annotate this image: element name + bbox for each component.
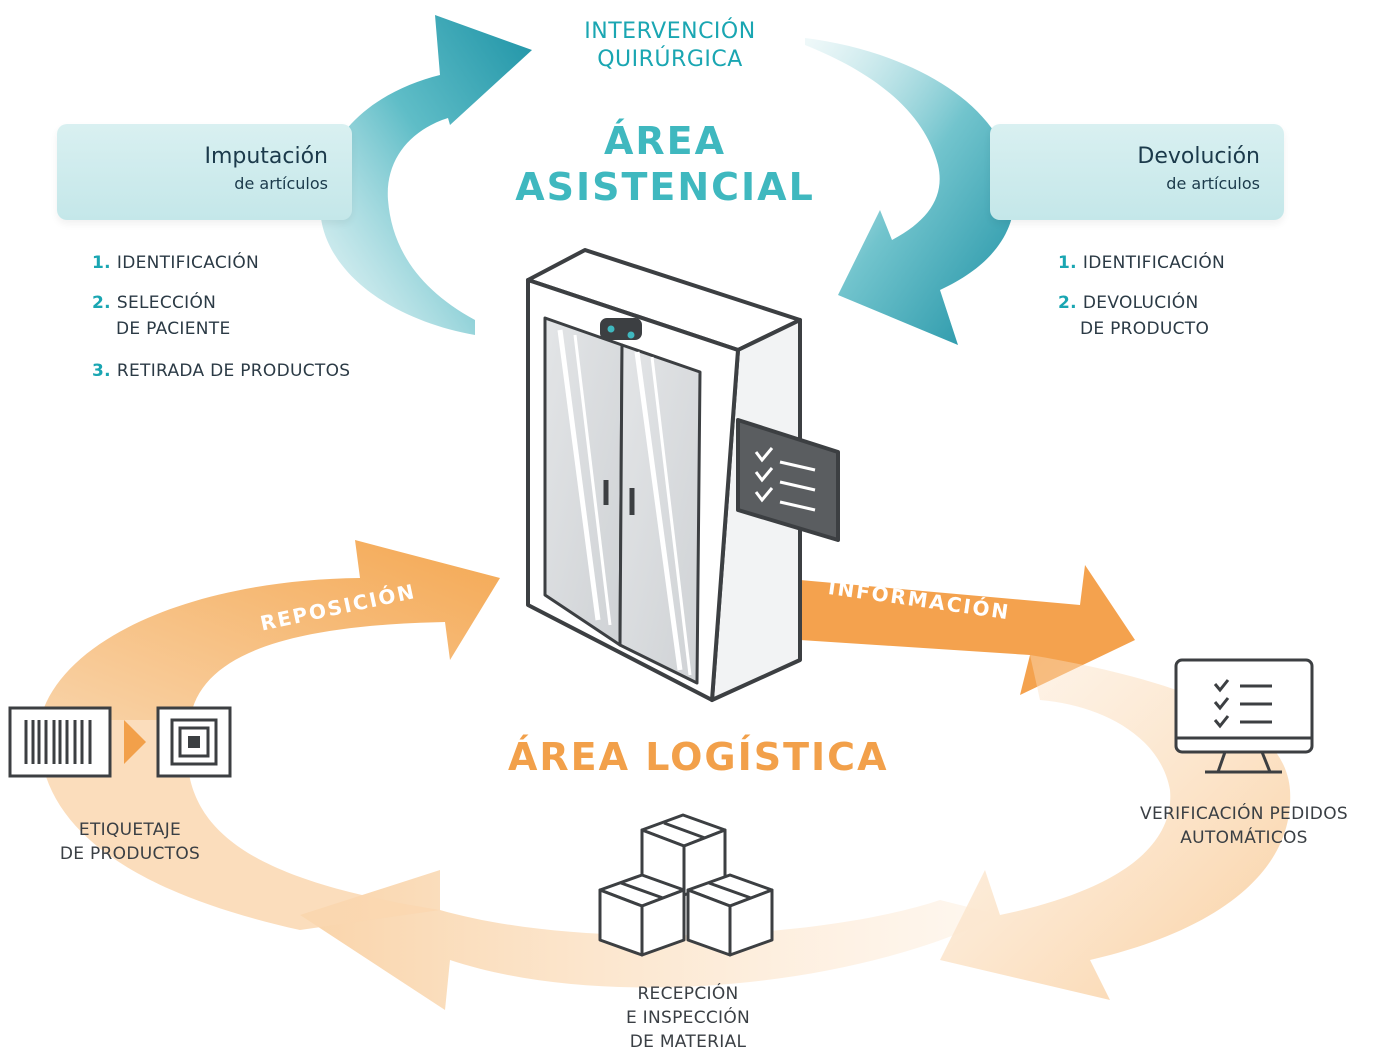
teal-arrow-right <box>805 38 1015 345</box>
step-label-line2: DE PRODUCTO <box>1080 319 1210 339</box>
checklist-screen <box>736 418 840 542</box>
devolucion-title: Devolución <box>1137 144 1260 169</box>
recepcion-line2: E INSPECCIÓN <box>625 1008 751 1028</box>
care-loop <box>320 15 1015 345</box>
devolucion-card: Devolución de artículos <box>990 124 1284 220</box>
etiquetaje-label: ETIQUETAJE DE PRODUCTOS <box>30 818 230 866</box>
imputacion-step-2: 2.SELECCIÓN DE PACIENTE <box>92 290 231 342</box>
devolucion-step-2: 2.DEVOLUCIÓN DE PRODUCTO <box>1058 290 1209 342</box>
rfid-tag-icon <box>156 706 232 778</box>
step-label: SELECCIÓN <box>116 293 217 313</box>
verificacion-label: VERIFICACIÓN PEDIDOS AUTOMÁTICOS <box>1118 802 1370 850</box>
step-label-line2: DE PACIENTE <box>116 319 231 339</box>
imputacion-subtitle: de artículos <box>234 174 328 193</box>
imputacion-title: Imputación <box>204 144 328 169</box>
reposicion-arrow-body <box>40 540 500 720</box>
step-label: IDENTIFICACIÓN <box>116 253 260 273</box>
recepcion-label: RECEPCIÓN E INSPECCIÓN DE MATERIAL <box>588 982 788 1054</box>
barcode-icon <box>8 706 112 778</box>
verificacion-line2: AUTOMÁTICOS <box>1180 828 1308 848</box>
area-asistencial-line2: ASISTENCIAL <box>515 165 815 209</box>
surgery-title: INTERVENCIÓN QUIRÚRGICA <box>540 18 800 74</box>
imputacion-card: Imputación de artículos <box>57 124 352 220</box>
imputacion-step-3: 3.RETIRADA DE PRODUCTOS <box>92 358 350 384</box>
teal-arrow-left <box>320 15 532 335</box>
etiquetaje-line2: DE PRODUCTOS <box>59 844 201 864</box>
boxes-icon <box>598 813 774 957</box>
step-label: RETIRADA DE PRODUCTOS <box>116 361 351 381</box>
orange-play-icon <box>124 720 146 764</box>
imputacion-step-1: 1.IDENTIFICACIÓN <box>92 250 259 276</box>
monitor-checklist-icon <box>1174 658 1314 774</box>
area-logistica-title: ÁREA LOGÍSTICA <box>508 735 889 779</box>
step-number: 2. <box>1058 293 1077 313</box>
etiquetaje-line1: ETIQUETAJE <box>78 820 182 840</box>
step-number: 3. <box>92 361 111 381</box>
logistics-arc-left <box>39 720 440 930</box>
devolucion-step-1: 1.IDENTIFICACIÓN <box>1058 250 1225 276</box>
area-asistencial-line1: ÁREA <box>603 119 727 163</box>
step-number: 1. <box>92 253 111 273</box>
step-number: 1. <box>1058 253 1077 273</box>
area-asistencial-title: ÁREA ASISTENCIAL <box>480 118 850 210</box>
recepcion-line1: RECEPCIÓN <box>637 984 739 1004</box>
step-number: 2. <box>92 293 111 313</box>
surgery-title-line1: INTERVENCIÓN <box>584 19 756 44</box>
step-label: IDENTIFICACIÓN <box>1082 253 1226 273</box>
surgery-title-line2: QUIRÚRGICA <box>597 47 743 72</box>
verificacion-line1: VERIFICACIÓN PEDIDOS <box>1140 804 1348 824</box>
cabinet <box>526 248 802 702</box>
devolucion-subtitle: de artículos <box>1166 174 1260 193</box>
step-label: DEVOLUCIÓN <box>1082 293 1199 313</box>
recepcion-line3: DE MATERIAL <box>629 1032 747 1052</box>
